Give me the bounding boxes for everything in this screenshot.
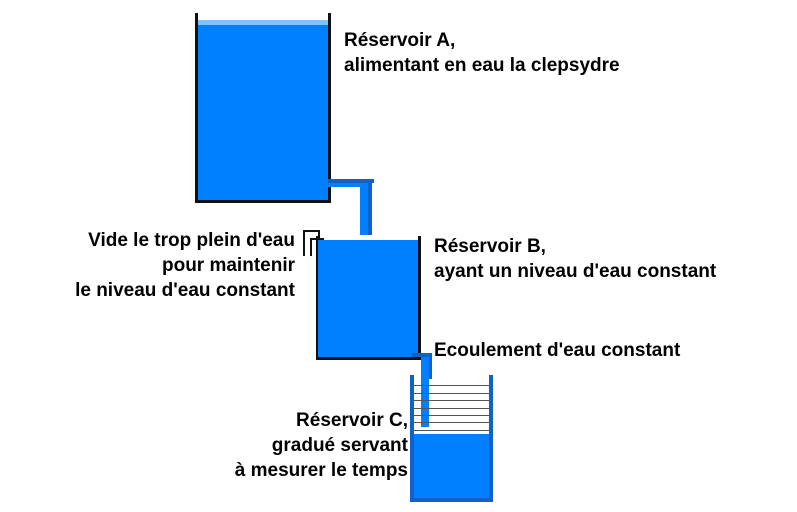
reservoir-a-vessel [195, 13, 331, 203]
pipe-a-to-b-horizontal-fill [328, 183, 372, 187]
overflow-label-line3: le niveau d'eau constant [75, 280, 295, 301]
overflow-spout-top [303, 230, 320, 232]
reservoir-c-label-line3: à mesurer le temps [234, 460, 408, 481]
pipe-a-to-b-horizontal [328, 179, 374, 183]
overflow-label: Vide le trop plein d'eau pour maintenir … [10, 228, 295, 303]
graduation-mark [414, 422, 489, 423]
reservoir-b-label: Réservoir B, ayant un niveau d'eau const… [434, 234, 716, 284]
pipe-a-to-b-vertical [360, 183, 368, 235]
graduation-mark [414, 408, 489, 409]
pipe-b-to-c-stream [421, 357, 429, 427]
pipe-a-to-b-vertical-edge [368, 183, 372, 235]
reservoir-b-vessel [316, 236, 421, 360]
reservoir-a-water [198, 25, 328, 200]
reservoir-b-label-line2: ayant un niveau d'eau constant [434, 261, 717, 282]
graduation-mark [414, 393, 489, 394]
reservoir-c-label-line2: gradué servant [271, 435, 408, 456]
reservoir-a-label-line1: Réservoir A, [344, 30, 456, 51]
graduation-mark [414, 400, 489, 401]
reservoir-a-label-line2: alimentant en eau la clepsydre [344, 55, 620, 76]
flow-label-line1: Ecoulement d'eau constant [434, 340, 681, 361]
reservoir-b-water [318, 240, 418, 357]
overflow-label-line1: Vide le trop plein d'eau [88, 230, 295, 251]
reservoir-c-vessel [410, 375, 493, 502]
reservoir-a-water-surface [198, 20, 328, 25]
graduation-mark [414, 415, 489, 416]
reservoir-a-label: Réservoir A, alimentant en eau la clepsy… [344, 28, 620, 78]
graduation-mark [414, 385, 489, 386]
reservoir-c-water [414, 434, 489, 498]
overflow-spout-drop-wall [310, 238, 312, 256]
reservoir-c-label: Réservoir C, gradué servant à mesurer le… [150, 408, 408, 483]
overflow-spout-outer-wall [303, 230, 305, 256]
overflow-label-line2: pour maintenir [161, 255, 295, 276]
overflow-spout-inner-wall [318, 230, 320, 240]
reservoir-b-label-line1: Réservoir B, [434, 236, 546, 257]
reservoir-c-label-line1: Réservoir C, [296, 410, 408, 431]
flow-label: Ecoulement d'eau constant [434, 338, 680, 363]
graduation-mark [414, 430, 489, 431]
pipe-b-to-c-vertical-edge [428, 353, 432, 379]
pipe-b-to-c-horizontal [412, 353, 432, 357]
